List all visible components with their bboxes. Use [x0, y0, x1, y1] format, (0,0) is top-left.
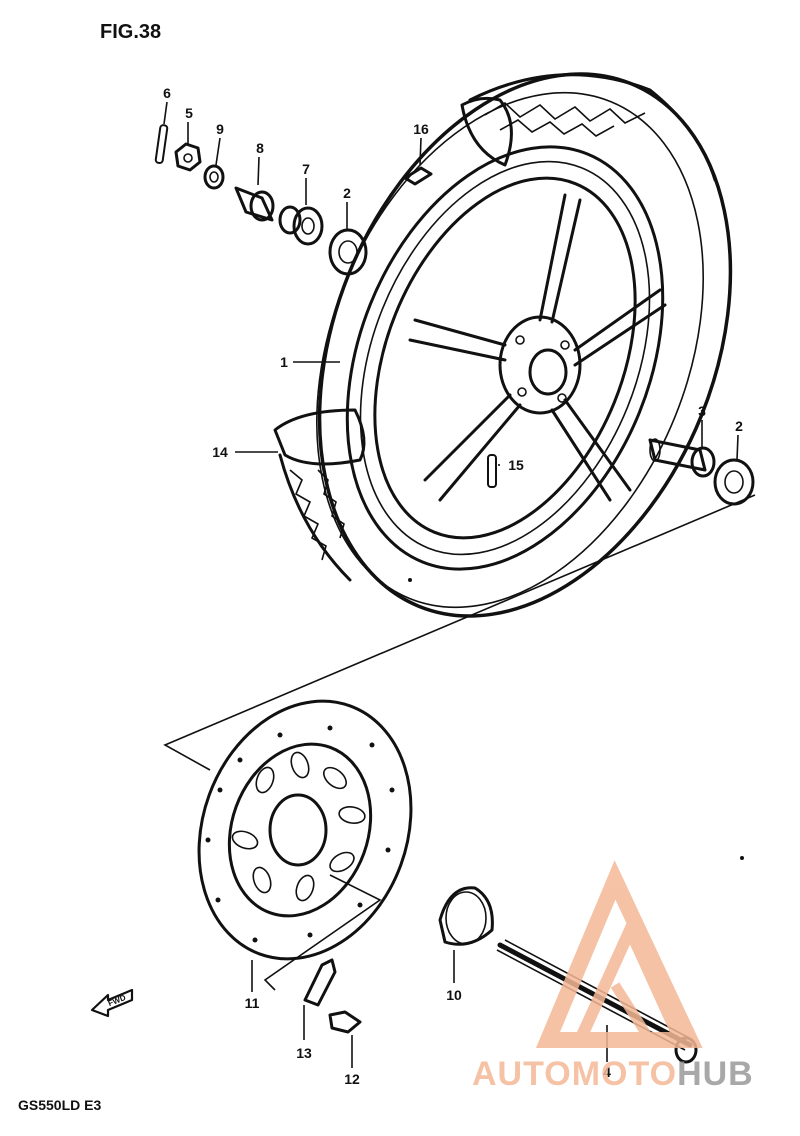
callout-8: 8 — [256, 140, 264, 156]
callout-3: 3 — [698, 403, 706, 419]
spacer-part-3 — [648, 438, 716, 478]
figure-title: FIG.38 — [100, 21, 161, 43]
callout-1: 1 — [280, 354, 288, 370]
bearing-part-2-top — [328, 228, 368, 276]
callout-11: 11 — [245, 995, 260, 1011]
callout-9: 9 — [216, 121, 224, 137]
callout-4: 4 — [603, 1064, 611, 1080]
watermark-text-primary: AUTOMOTOHUB — [472, 1055, 754, 1093]
dust-seal-part-10 — [438, 886, 494, 946]
collar-part-7 — [278, 205, 324, 246]
cotter-pin-part-6 — [154, 124, 169, 164]
bolt-part-12 — [328, 1010, 362, 1034]
automotohub-watermark: AUTOMOTOHUB — [472, 860, 754, 1093]
valve-part-15 — [487, 454, 497, 488]
callout-2-top: 2 — [343, 185, 351, 201]
callout-labels: 6 5 9 8 7 2 16 1 14 15 3 2 11 10 13 12 4 — [163, 85, 743, 1087]
callout-14: 14 — [212, 444, 228, 460]
callout-15: 15 — [508, 457, 524, 473]
callout-6: 6 — [163, 85, 171, 101]
callout-7: 7 — [302, 161, 310, 177]
callout-13: 13 — [296, 1045, 312, 1061]
callout-2-right: 2 — [735, 418, 743, 434]
callout-16: 16 — [413, 121, 429, 137]
lock-plate-part-13 — [303, 958, 337, 1007]
assembly-lines — [163, 494, 756, 991]
callout-12: 12 — [344, 1071, 360, 1087]
model-code: GS550LD E3 — [18, 1097, 101, 1113]
wheel-assembly — [273, 72, 733, 618]
brake-disc-part-11 — [197, 699, 413, 961]
callout-5: 5 — [185, 105, 193, 121]
washer-part-9 — [203, 164, 225, 190]
callout-10: 10 — [446, 987, 462, 1003]
spacer-part-8 — [234, 186, 275, 222]
clip-part-16 — [403, 166, 433, 186]
nut-part-5 — [174, 142, 202, 172]
forward-arrow-icon: FWD — [90, 988, 134, 1018]
leader-lines — [163, 101, 739, 1068]
